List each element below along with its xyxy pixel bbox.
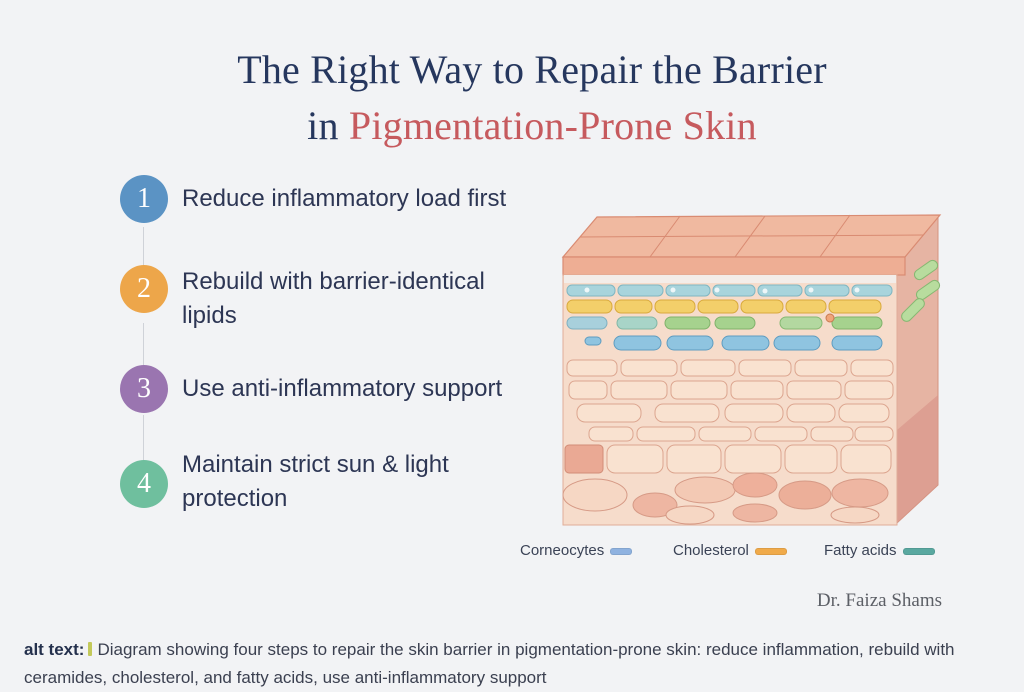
step-connector [143, 415, 144, 463]
cholesterol-swatch-icon [754, 547, 787, 555]
fatty-acids-swatch-icon [902, 547, 935, 555]
title-line-1: The Right Way to Repair the Barrier [237, 47, 827, 92]
legend-cholesterol: Cholesterol [673, 542, 787, 559]
step-number-badge: 4 [120, 460, 168, 508]
infographic-title: The Right Way to Repair the Barrier in P… [0, 42, 1024, 154]
step-number-badge: 3 [120, 365, 168, 413]
skin-cross-section-icon [561, 214, 942, 526]
skin-barrier-illustration [555, 205, 950, 535]
alt-text-caption: alt text:Diagram showing four steps to r… [24, 636, 1014, 692]
step-connector [143, 227, 144, 289]
step-text: Reduce inflammatory load first [182, 185, 507, 212]
step-number-badge: 1 [120, 175, 168, 223]
steps-list: 1 Reduce inflammatory load first 2 Rebui… [120, 175, 570, 535]
step-text: Use anti-inflammatory support [182, 375, 503, 402]
step-connector [143, 323, 144, 371]
legend-corneocytes: Corneocytes [520, 542, 633, 559]
alt-text-body: Diagram showing four steps to repair the… [24, 640, 955, 687]
step-text: Maintain strict sun & light protection [182, 451, 449, 512]
step-number-badge: 2 [120, 265, 168, 313]
alt-text-label: alt text: [24, 640, 85, 659]
author-credit: Dr. Faiza Shams [816, 590, 942, 611]
step-text: Rebuild with barrier-identical lipids [182, 268, 485, 329]
legend-fatty-acids: Fatty acids [824, 542, 935, 559]
corneocytes-swatch-icon [610, 547, 633, 555]
title-accent: Pigmentation-Prone Skin [348, 103, 757, 148]
highlight-marker-icon [88, 642, 93, 656]
title-line-2: in Pigmentation-Prone Skin [307, 103, 757, 148]
